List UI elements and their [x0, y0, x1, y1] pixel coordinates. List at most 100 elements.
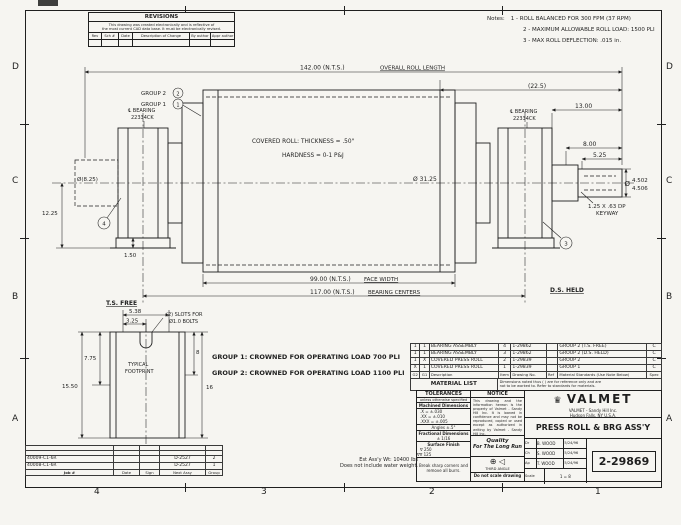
deburr-note-block: Break sharp corners and remove all burrs… — [416, 457, 471, 482]
rev-empty-cell — [211, 40, 234, 46]
title-block: ♛ VALMET VALMET - Sandy Hill Inc. Hudson… — [524, 390, 662, 484]
note-1: 1 - ROLL BALANCED FOR 300 FPM (37 RPM) — [510, 16, 631, 22]
cover-spec-line2: HARDNESS = 0-1 P&J — [282, 153, 344, 159]
ml-qty-g2: 1 — [409, 357, 421, 365]
dim-12-25: 12.25 — [42, 211, 58, 217]
material-list-fine-print: Dimensions noted thus ( ) are for refere… — [498, 379, 661, 390]
weight-note: Est Ass'y Wt: 10400 lbs Does not include… — [268, 457, 418, 469]
third-angle-projection-icon: ⊕ ◁ — [489, 457, 506, 466]
scale-row: Scale 1 = 8 — [525, 469, 586, 484]
revisions-note: This drawing was created electronically … — [89, 22, 234, 33]
ml-note: GROUP 2 (T.S. FREE) — [557, 343, 648, 351]
bearing-centers-value: 117.00 (N.T.S.) — [310, 289, 355, 296]
weight-note-line2: Does not include water weight. — [340, 463, 418, 469]
rev-empty-cell — [190, 40, 212, 46]
revisions-note-line2: the most current CAD data base. It must … — [101, 27, 222, 31]
brand-row: ♛ VALMET — [525, 391, 661, 408]
fractional-dims-value: ± 1/16 — [417, 436, 470, 442]
rev-col-date: Date — [119, 33, 134, 39]
zone-letter-left-c: C — [12, 176, 19, 186]
note-2: 2 - MAXIMUM ALLOWABLE ROLL LOAD: 1500 PL… — [523, 27, 655, 33]
ml-qty-g2: X — [409, 364, 421, 372]
company-address-line1: VALMET - Sandy Hill Inc. — [568, 408, 618, 413]
revisions-empty-row — [89, 39, 234, 46]
sign-cell — [139, 462, 160, 470]
zone-letter-right-d: D — [666, 62, 673, 72]
fp-dim-8: 8 — [196, 350, 200, 356]
zone-tick — [657, 358, 666, 359]
cover-spec-line1: COVERED ROLL: THICKNESS = .50" — [252, 139, 355, 145]
finish-symbol-row: ∇∇ 125 — [417, 452, 432, 457]
ml-item: 2 — [497, 357, 512, 365]
dim-8: 8.00 — [583, 141, 597, 148]
signature-row: Ch S. WOOD 5/24/96 — [525, 449, 586, 459]
material-list-table: 1 1 BEARING ASSEMBLY 4 1-29862 GROUP 2 (… — [409, 343, 662, 379]
ml-drawing-no: 1-29862 — [510, 343, 547, 351]
face-width-value: 99.00 (N.T.S.) — [310, 276, 351, 283]
ml-header-description: Description — [428, 371, 499, 379]
zone-tick — [185, 6, 186, 15]
valmet-crown-icon: ♛ — [553, 396, 562, 406]
revisions-note-line1: This drawing was created electronically … — [108, 23, 215, 27]
scale-value: 1 = 8 — [559, 474, 571, 479]
ml-drawing-no: 1-29862 — [510, 350, 547, 358]
angles-tolerance: Angles ±.5° — [417, 425, 470, 431]
centerlines — [52, 113, 634, 445]
balloon-3: 3 — [564, 242, 568, 248]
zone-number-3: 3 — [261, 487, 267, 497]
dim-13: 13.00 — [575, 103, 592, 110]
face-width-label: FACE WIDTH — [364, 277, 398, 283]
roll-outline — [109, 89, 623, 439]
ml-qty-g1: 1 — [419, 343, 430, 351]
zone-number-2: 2 — [429, 487, 435, 497]
fp-dim-15-50: 15.50 — [62, 384, 78, 390]
revisions-title: REVISIONS — [89, 13, 234, 22]
ml-spec: C — [646, 350, 662, 358]
signature-row: Ap T. WOOD 5/24/96 — [525, 459, 586, 469]
job-header-row: Job # Date Sign Next Assy Group — [25, 469, 223, 476]
company-address-line2: Hudson Falls, NY U.S.A. — [569, 413, 617, 418]
sign-cell — [139, 455, 160, 463]
rev-empty-cell — [119, 40, 134, 46]
job-row: 40008-C1-6R D-2527 1 — [25, 462, 223, 470]
table-row: 1 1 BEARING ASSEMBLY 4 1-29862 GROUP 2 (… — [409, 343, 662, 351]
machined-dims-header: Machined Dimensions — [417, 403, 470, 409]
sig-name: S. WOOD — [537, 449, 565, 458]
note-line-1: Notes: 1 - ROLL BALANCED FOR 300 FPM (37… — [487, 16, 667, 22]
ml-drawing-no: 1-29839 — [510, 364, 547, 372]
sig-name: B. WOOD — [537, 439, 565, 448]
ml-header-spec: Spec — [646, 371, 662, 379]
ml-drawing-no: 1-29839 — [510, 357, 547, 365]
rev-empty-cell — [89, 40, 102, 46]
next-assy-cell: D-2527 — [159, 455, 206, 463]
group-crown-notes: GROUP 1: CROWNED FOR OPERATING LOAD 700 … — [212, 353, 405, 377]
balloon-2: 2 — [176, 92, 179, 98]
drawing-title: PRESS ROLL & BRG ASS'Y — [525, 418, 661, 439]
rev-col-desc: Description of Change — [133, 33, 190, 39]
zone-letter-right-a: A — [666, 414, 673, 424]
ml-description: COVERED PRESS ROLL — [428, 364, 499, 372]
table-row: 1 X COVERED PRESS ROLL 2 1-29839 GROUP 2… — [409, 357, 662, 365]
third-angle-label: THIRD ANGLE — [485, 467, 510, 471]
sig-name: T. WOOD — [537, 459, 565, 468]
ml-qty-g1: 1 — [419, 350, 430, 358]
ml-note: GROUP 2 — [557, 357, 648, 365]
scale-label: Scale — [525, 469, 545, 484]
dim-5-25: 5.25 — [593, 152, 607, 159]
fine-print-line1: Dimensions noted thus ( ) are for refere… — [499, 380, 602, 384]
fp-label-line2: FOOTPRINT — [125, 369, 155, 375]
tolerances-title: TOLERANCES — [417, 391, 470, 398]
ml-ref — [545, 343, 559, 351]
zone-letter-left-b: B — [12, 292, 19, 302]
zone-number-4: 4 — [94, 487, 100, 497]
job-table: 40009-C1-6R D-2527 2 40008-C1-6R D-2527 … — [25, 445, 223, 476]
fp-dim-16: 16 — [206, 385, 213, 391]
material-list-block: 1 1 BEARING ASSEMBLY 4 1-29862 GROUP 2 (… — [409, 343, 662, 391]
company-header: ♛ VALMET VALMET - Sandy Hill Inc. Hudson… — [525, 391, 661, 418]
group2-note: GROUP 2: CROWNED FOR OPERATING LOAD 1100… — [212, 369, 405, 377]
job-cell: 40009-C1-6R — [25, 455, 114, 463]
ml-note: GROUP 2 (D.S. HELD) — [557, 350, 648, 358]
keyway-note-line2: KEYWAY — [596, 211, 619, 217]
job-cell: 40008-C1-6R — [25, 462, 114, 470]
